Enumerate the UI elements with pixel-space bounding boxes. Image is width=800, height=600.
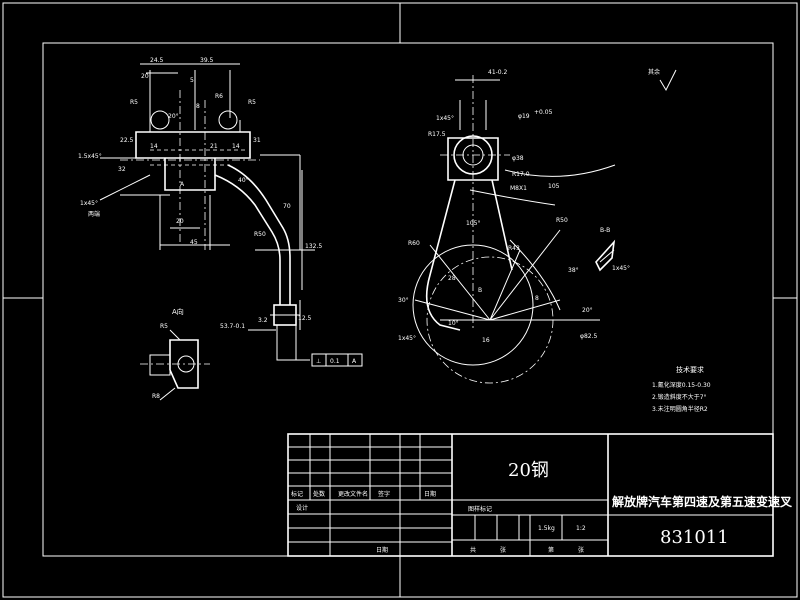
side-dim-phi19: φ19 — [518, 113, 530, 120]
side-dim-phi19-tol: +0.05 — [534, 109, 553, 116]
side-dim-b: B — [478, 287, 482, 294]
side-dim-m8x1: M8X1 — [510, 185, 527, 192]
view-a-r5: R5 — [160, 323, 168, 330]
dim-r5-right: R5 — [248, 99, 256, 106]
surface-mark-icon — [659, 69, 677, 92]
side-view — [412, 75, 616, 384]
dim-20b: 20 — [176, 218, 184, 225]
tech-req-item-1: 1.氰化深度0.15-0.30 — [652, 381, 711, 389]
tb-sheet-no: 第 — [548, 546, 554, 554]
side-dim-30deg: 30° — [398, 297, 409, 304]
view-bb-1x45: 1x45° — [612, 265, 630, 272]
dim-21: 21 — [210, 143, 218, 150]
dim-45: 45 — [190, 239, 198, 246]
tb-designer: 设计 — [296, 504, 308, 512]
tb-sheet-no-unit: 张 — [578, 546, 584, 554]
tech-req-title: 技术要求 — [676, 365, 704, 374]
tolerance-value: 0.1 — [330, 358, 340, 365]
dim-a: A — [180, 181, 185, 188]
dim-20deg: 20° — [168, 113, 179, 120]
tb-header-date: 日期 — [424, 490, 436, 498]
dim-40deg: 40° — [238, 177, 249, 184]
side-dim-8: 8 — [535, 295, 539, 302]
side-dim-phi82-5: φ82.5 — [580, 333, 598, 340]
dim-r6: R6 — [215, 93, 223, 100]
tb-stage-label: 图样标记 — [468, 505, 492, 513]
side-dim-10deg: 10° — [448, 320, 459, 327]
dim-1x45: 1x45° — [80, 200, 98, 207]
dim-3-2: 3.2 — [258, 317, 268, 324]
dim-20: 20 — [141, 73, 149, 80]
dim-1-5x45: 1.5x45° — [78, 153, 102, 160]
dim-70: 70 — [283, 203, 291, 210]
dim-14-left: 14 — [150, 143, 158, 150]
side-dim-38deg: 38° — [568, 267, 579, 274]
dim-r50: R50 — [254, 231, 266, 238]
side-dim-r17-5: R17.5 — [428, 131, 446, 138]
dim-r5-left: R5 — [130, 99, 138, 106]
dim-12-5: 12.5 — [298, 315, 312, 322]
tolerance-datum: A — [352, 358, 357, 365]
dim-31: 31 — [253, 137, 261, 144]
dim-32: 32 — [118, 166, 126, 173]
tb-header-mark: 标记 — [291, 490, 303, 498]
tb-sheets-total: 共 — [470, 546, 476, 554]
dim-5: 5 — [190, 77, 194, 84]
dim-132-5: 132.5 — [305, 243, 322, 250]
view-bb — [595, 239, 616, 272]
tb-scale: 1:2 — [576, 525, 586, 532]
side-dim-1x45: 1x45° — [436, 115, 454, 122]
side-dim-r43: R43 — [508, 245, 520, 252]
tb-material: 20钢 — [508, 460, 549, 481]
tolerance-symbol: ⊥ — [316, 358, 321, 365]
side-dim-r17-0: R17.0 — [512, 171, 530, 178]
tb-weight: 1.5kg — [538, 525, 555, 532]
dim-24-5: 24.5 — [150, 57, 164, 64]
side-dim-20deg: 20° — [582, 307, 593, 314]
dim-22-5: 22.5 — [120, 137, 134, 144]
tb-header-change-doc: 更改文件名 — [338, 490, 368, 498]
front-view — [99, 63, 315, 361]
tb-header-count: 处数 — [313, 490, 325, 498]
side-dim-r60: R60 — [408, 240, 420, 247]
dim-both-ends: 两端 — [88, 210, 100, 218]
side-dim-105deg: 105° — [466, 220, 480, 227]
side-dim-41: 41-0.2 — [488, 69, 508, 76]
view-a-r8: R8 — [152, 393, 160, 400]
dim-14-right: 14 — [232, 143, 240, 150]
tb-date-label: 日期 — [376, 546, 388, 554]
side-dim-r50: R50 — [556, 217, 568, 224]
side-dim-1x45b: 1x45° — [398, 335, 416, 342]
dim-53-7: 53.7-0.1 — [220, 323, 245, 330]
dim-8: 8 — [196, 103, 200, 110]
tb-part-name: 解放牌汽车第四速及第五速变速叉 — [612, 494, 793, 509]
tb-sheets-total-unit: 张 — [500, 546, 506, 554]
tolerance-frame — [311, 353, 363, 367]
dim-39-5: 39.5 — [200, 57, 214, 64]
tb-drawing-no: 831011 — [660, 527, 729, 548]
tech-req-item-3: 3.未注明圆角半径R2 — [652, 405, 708, 413]
title-block — [287, 433, 774, 557]
view-a — [140, 329, 210, 401]
tb-header-sign: 签字 — [378, 490, 390, 498]
tech-req-item-2: 2.锻造斜度不大于7° — [652, 393, 707, 401]
side-dim-28: 28 — [448, 275, 456, 282]
surface-mark-label: 其余 — [648, 68, 660, 76]
side-dim-16: 16 — [482, 337, 490, 344]
view-bb-title: B-B — [600, 227, 610, 234]
side-dim-phi38: φ38 — [512, 155, 524, 162]
side-dim-105: 105 — [548, 183, 560, 190]
view-a-title: A向 — [172, 307, 184, 316]
